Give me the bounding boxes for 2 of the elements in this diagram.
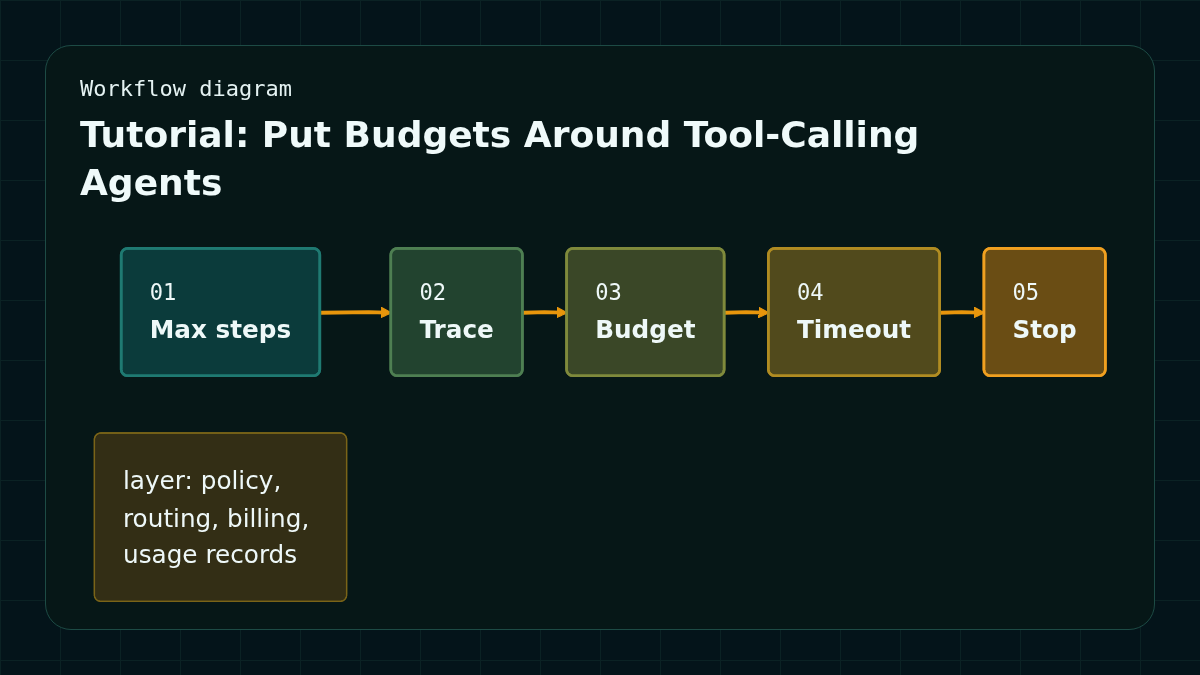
kicker-label: Workflow diagram [80,76,292,101]
diagram-title: Tutorial: Put Budgets Around Tool-Calling Agents [80,113,921,205]
